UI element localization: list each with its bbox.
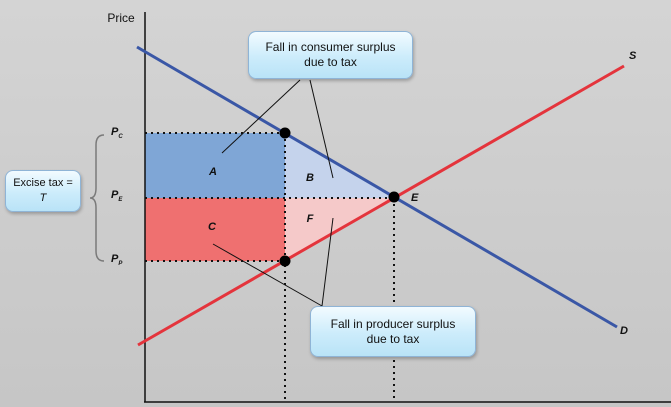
producer-callout-leader-f — [321, 217, 334, 307]
consumer-callout-line2: due to tax — [304, 55, 357, 69]
producer-callout-line1: Fall in producer surplus — [330, 317, 456, 331]
consumer-price-point — [279, 127, 291, 139]
producer-callout-leader-c — [212, 243, 323, 307]
consumer-callout-line1: Fall in consumer surplus — [265, 40, 396, 54]
producer-price-point — [279, 255, 291, 267]
pe-label: PE — [111, 189, 123, 203]
region-c-label: C — [208, 221, 217, 233]
y-axis-label: Price — [107, 11, 135, 25]
tax-callout-line1: Excise tax = — [13, 177, 73, 189]
region-f-label: F — [307, 213, 314, 225]
tax-brace — [89, 134, 105, 262]
demand-curve-label: D — [620, 325, 628, 337]
excise-tax-callout: Excise tax = T — [5, 170, 81, 212]
region-a-label: A — [208, 166, 217, 178]
equilibrium-point — [388, 191, 400, 203]
tax-callout-line2: T — [39, 192, 47, 204]
producer-surplus-callout: Fall in producer surplus due to tax — [310, 306, 476, 357]
supply-curve-label: S — [629, 50, 637, 62]
region-a — [145, 133, 285, 198]
region-b-label: B — [306, 172, 314, 184]
consumer-surplus-callout: Fall in consumer surplus due to tax — [248, 31, 413, 79]
equilibrium-label: E — [411, 192, 419, 204]
producer-callout-line2: due to tax — [366, 332, 420, 346]
region-c — [145, 198, 285, 261]
demand-curve — [136, 45, 618, 329]
consumer-callout-leader-b — [309, 79, 334, 179]
pp-label: PP — [111, 253, 123, 267]
supply-curve — [137, 64, 625, 347]
consumer-callout-leader-a — [221, 79, 301, 154]
pc-label: PC — [111, 126, 123, 140]
